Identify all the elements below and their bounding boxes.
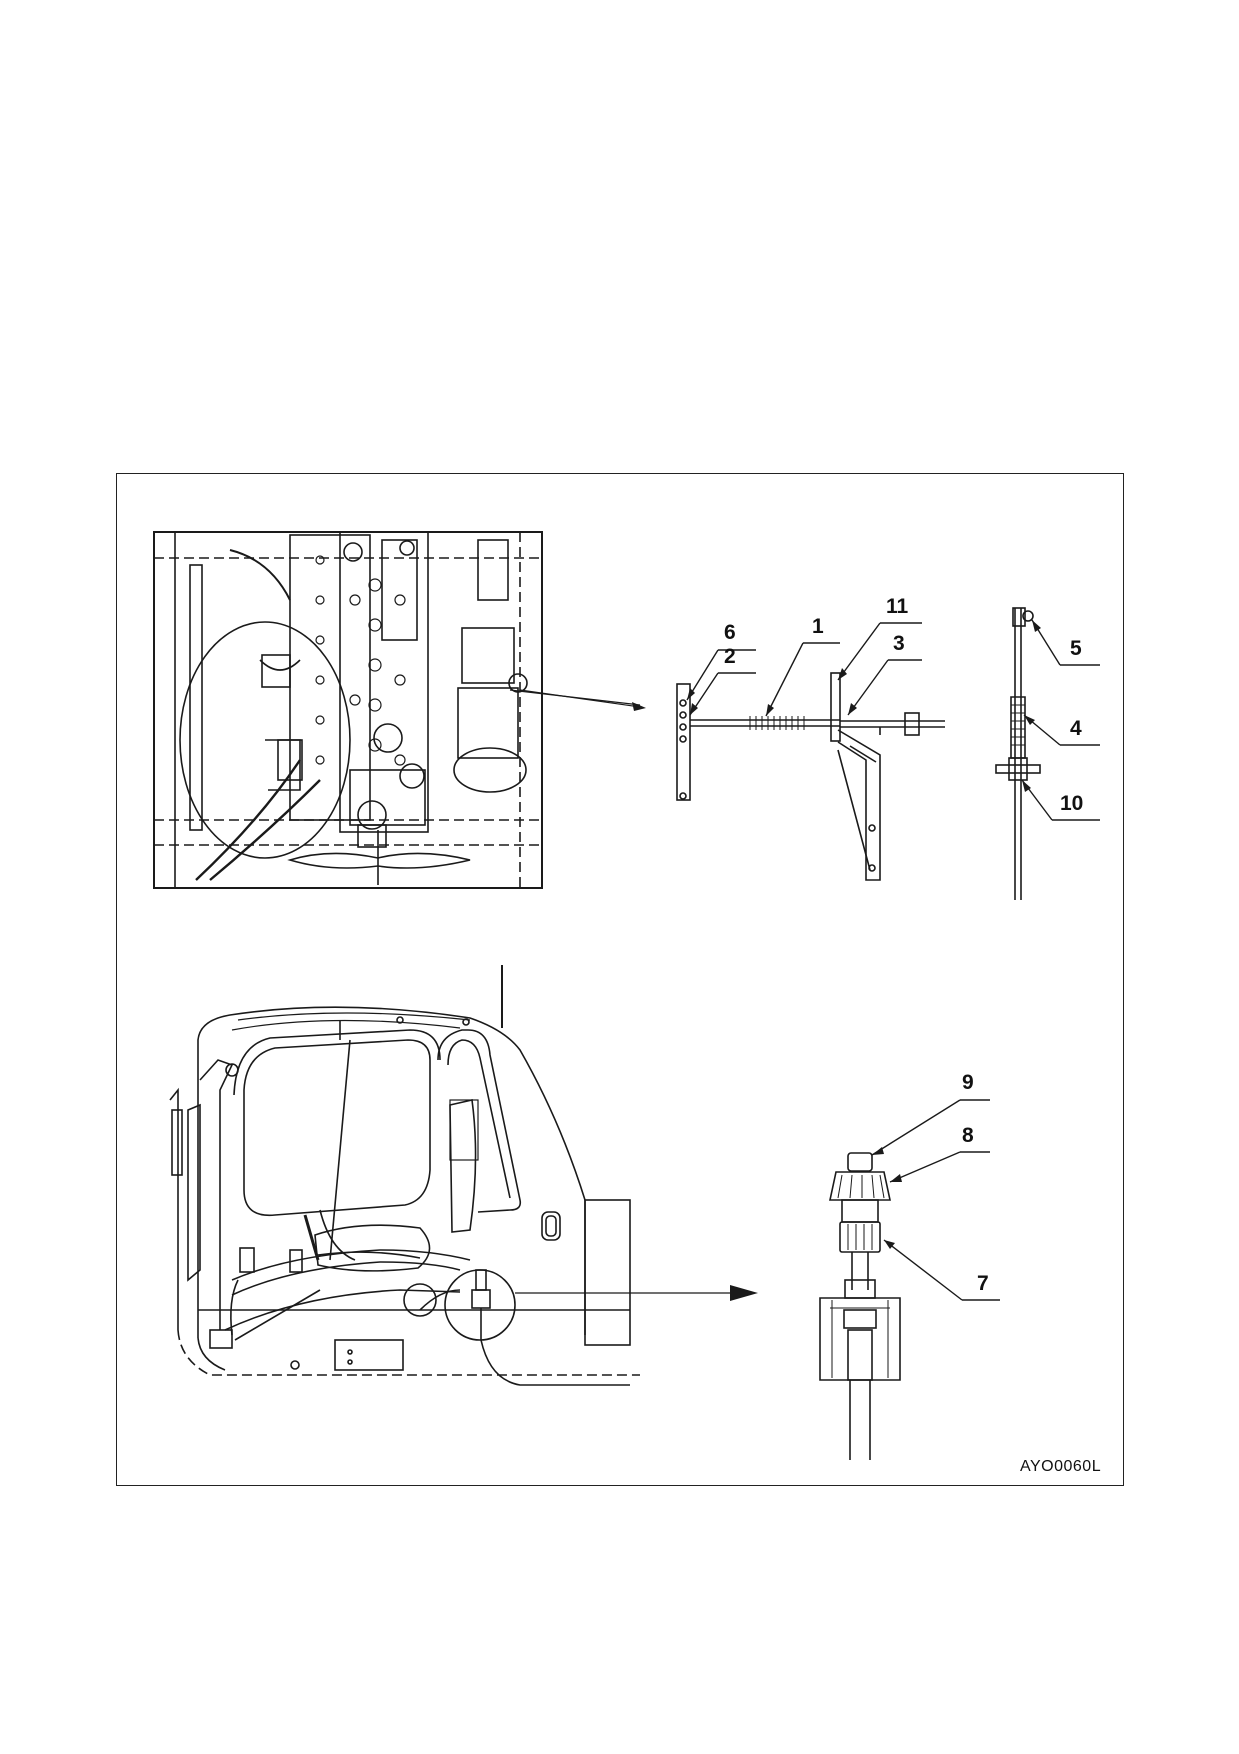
callout-9: 9 [962,1071,974,1094]
throttle-cable-detail [676,672,945,881]
callout-7: 7 [977,1272,989,1295]
callout-4: 4 [1070,717,1082,740]
figure-code: AYO0060L [1020,1458,1102,1475]
vertical-cable-detail [995,607,1041,900]
callout-leaders [686,619,1100,1301]
callout-2: 2 [724,645,736,668]
cab-leader-arrowhead [730,1285,758,1301]
callout-1: 1 [812,615,824,638]
engine-inset-view [153,531,641,889]
callout-3: 3 [893,632,905,655]
figure-frame [116,473,1124,1486]
callout-11: 11 [886,595,909,618]
callout-8: 8 [962,1124,974,1147]
callout-5: 5 [1070,637,1082,660]
callout-6: 6 [724,621,736,644]
knob-detail [819,1152,901,1460]
callout-arrowheads [687,620,1041,1249]
callout-10: 10 [1060,792,1084,815]
cab-view [169,965,640,1386]
engine-leader-arrowhead [632,702,646,711]
engine-leader-line [519,689,641,708]
